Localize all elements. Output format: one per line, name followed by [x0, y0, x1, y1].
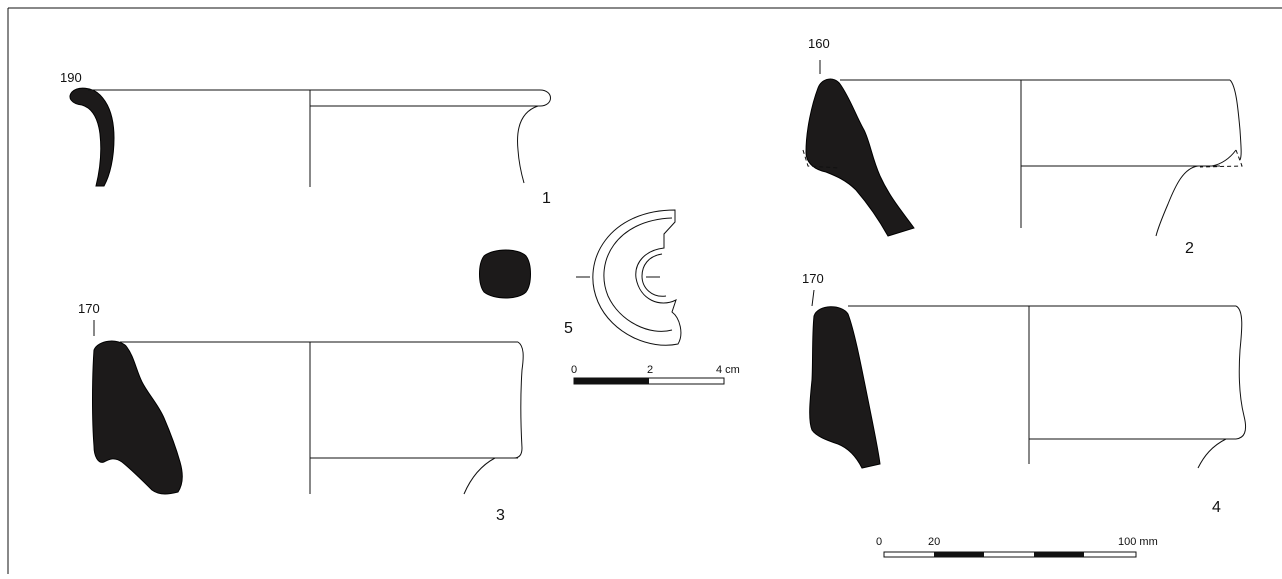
vessel-4-diameter-tick: [811, 289, 815, 307]
vessel-1-profile: 190 1: [60, 70, 551, 207]
vessel-4-profile: 170 4: [802, 271, 1247, 516]
object-5-number: 5: [564, 320, 573, 337]
vessel-2-shoulder: [1211, 149, 1237, 167]
vessel-2-reconstruction-left: [802, 149, 841, 169]
vessel-3-number: 3: [496, 507, 505, 524]
vessel-1-number: 1: [542, 190, 551, 207]
scale-cm-tick-0: 0: [571, 364, 577, 376]
scale-cm-tick-4: 4 cm: [716, 364, 740, 376]
vessel-3-outer-rim: [513, 341, 524, 459]
scale-bar-cm: 0 2 4 cm: [571, 364, 740, 385]
scale-mm-tick-100: 100 mm: [1118, 536, 1158, 548]
scale-bar-mm: 0 20 100 mm: [876, 536, 1158, 558]
scale-cm-tick-2: 2: [647, 364, 653, 376]
vessel-2-profile: 160 2: [802, 36, 1243, 257]
vessel-2-outer-rim: [1229, 79, 1242, 161]
vessel-4-diameter: 170: [802, 271, 824, 286]
object-5-hole-ring: [641, 253, 667, 297]
vessel-4-section: [809, 306, 881, 469]
vessel-2-reconstruction-right: [1199, 149, 1243, 168]
vessel-3-diameter: 170: [78, 301, 100, 316]
scale-mm-tick-0: 0: [876, 536, 882, 548]
object-5: 5: [479, 209, 682, 346]
scale-mm-tick-20: 20: [928, 536, 940, 548]
vessel-4-number: 4: [1212, 499, 1221, 516]
vessel-4-outer-wall: [1197, 438, 1227, 469]
vessel-1-section: [69, 87, 115, 187]
scale-mm-segment-b: [1034, 552, 1084, 557]
vessel-3-profile: 170 3: [78, 301, 524, 524]
object-5-outer-outline: [592, 209, 682, 346]
vessel-2-diameter: 160: [808, 36, 830, 51]
vessel-3-section: [92, 340, 183, 495]
vessel-1-diameter: 190: [60, 70, 82, 85]
scale-cm-filled-segment: [574, 378, 649, 384]
scale-mm-frame: [883, 551, 1137, 558]
vessel-2-section: [805, 78, 915, 237]
object-5-section: [479, 249, 531, 299]
vessel-2-outer-wall: [1155, 165, 1199, 237]
vessel-1-rim-edge: [539, 89, 551, 107]
object-5-inner-ring: [603, 217, 673, 332]
vessel-3-outer-wall: [463, 457, 496, 495]
vessel-4-outer-rim: [1235, 305, 1247, 440]
scale-mm-segment-a: [934, 552, 984, 557]
vessel-2-number: 2: [1185, 240, 1194, 257]
vessel-1-outer-wall: [517, 105, 539, 184]
